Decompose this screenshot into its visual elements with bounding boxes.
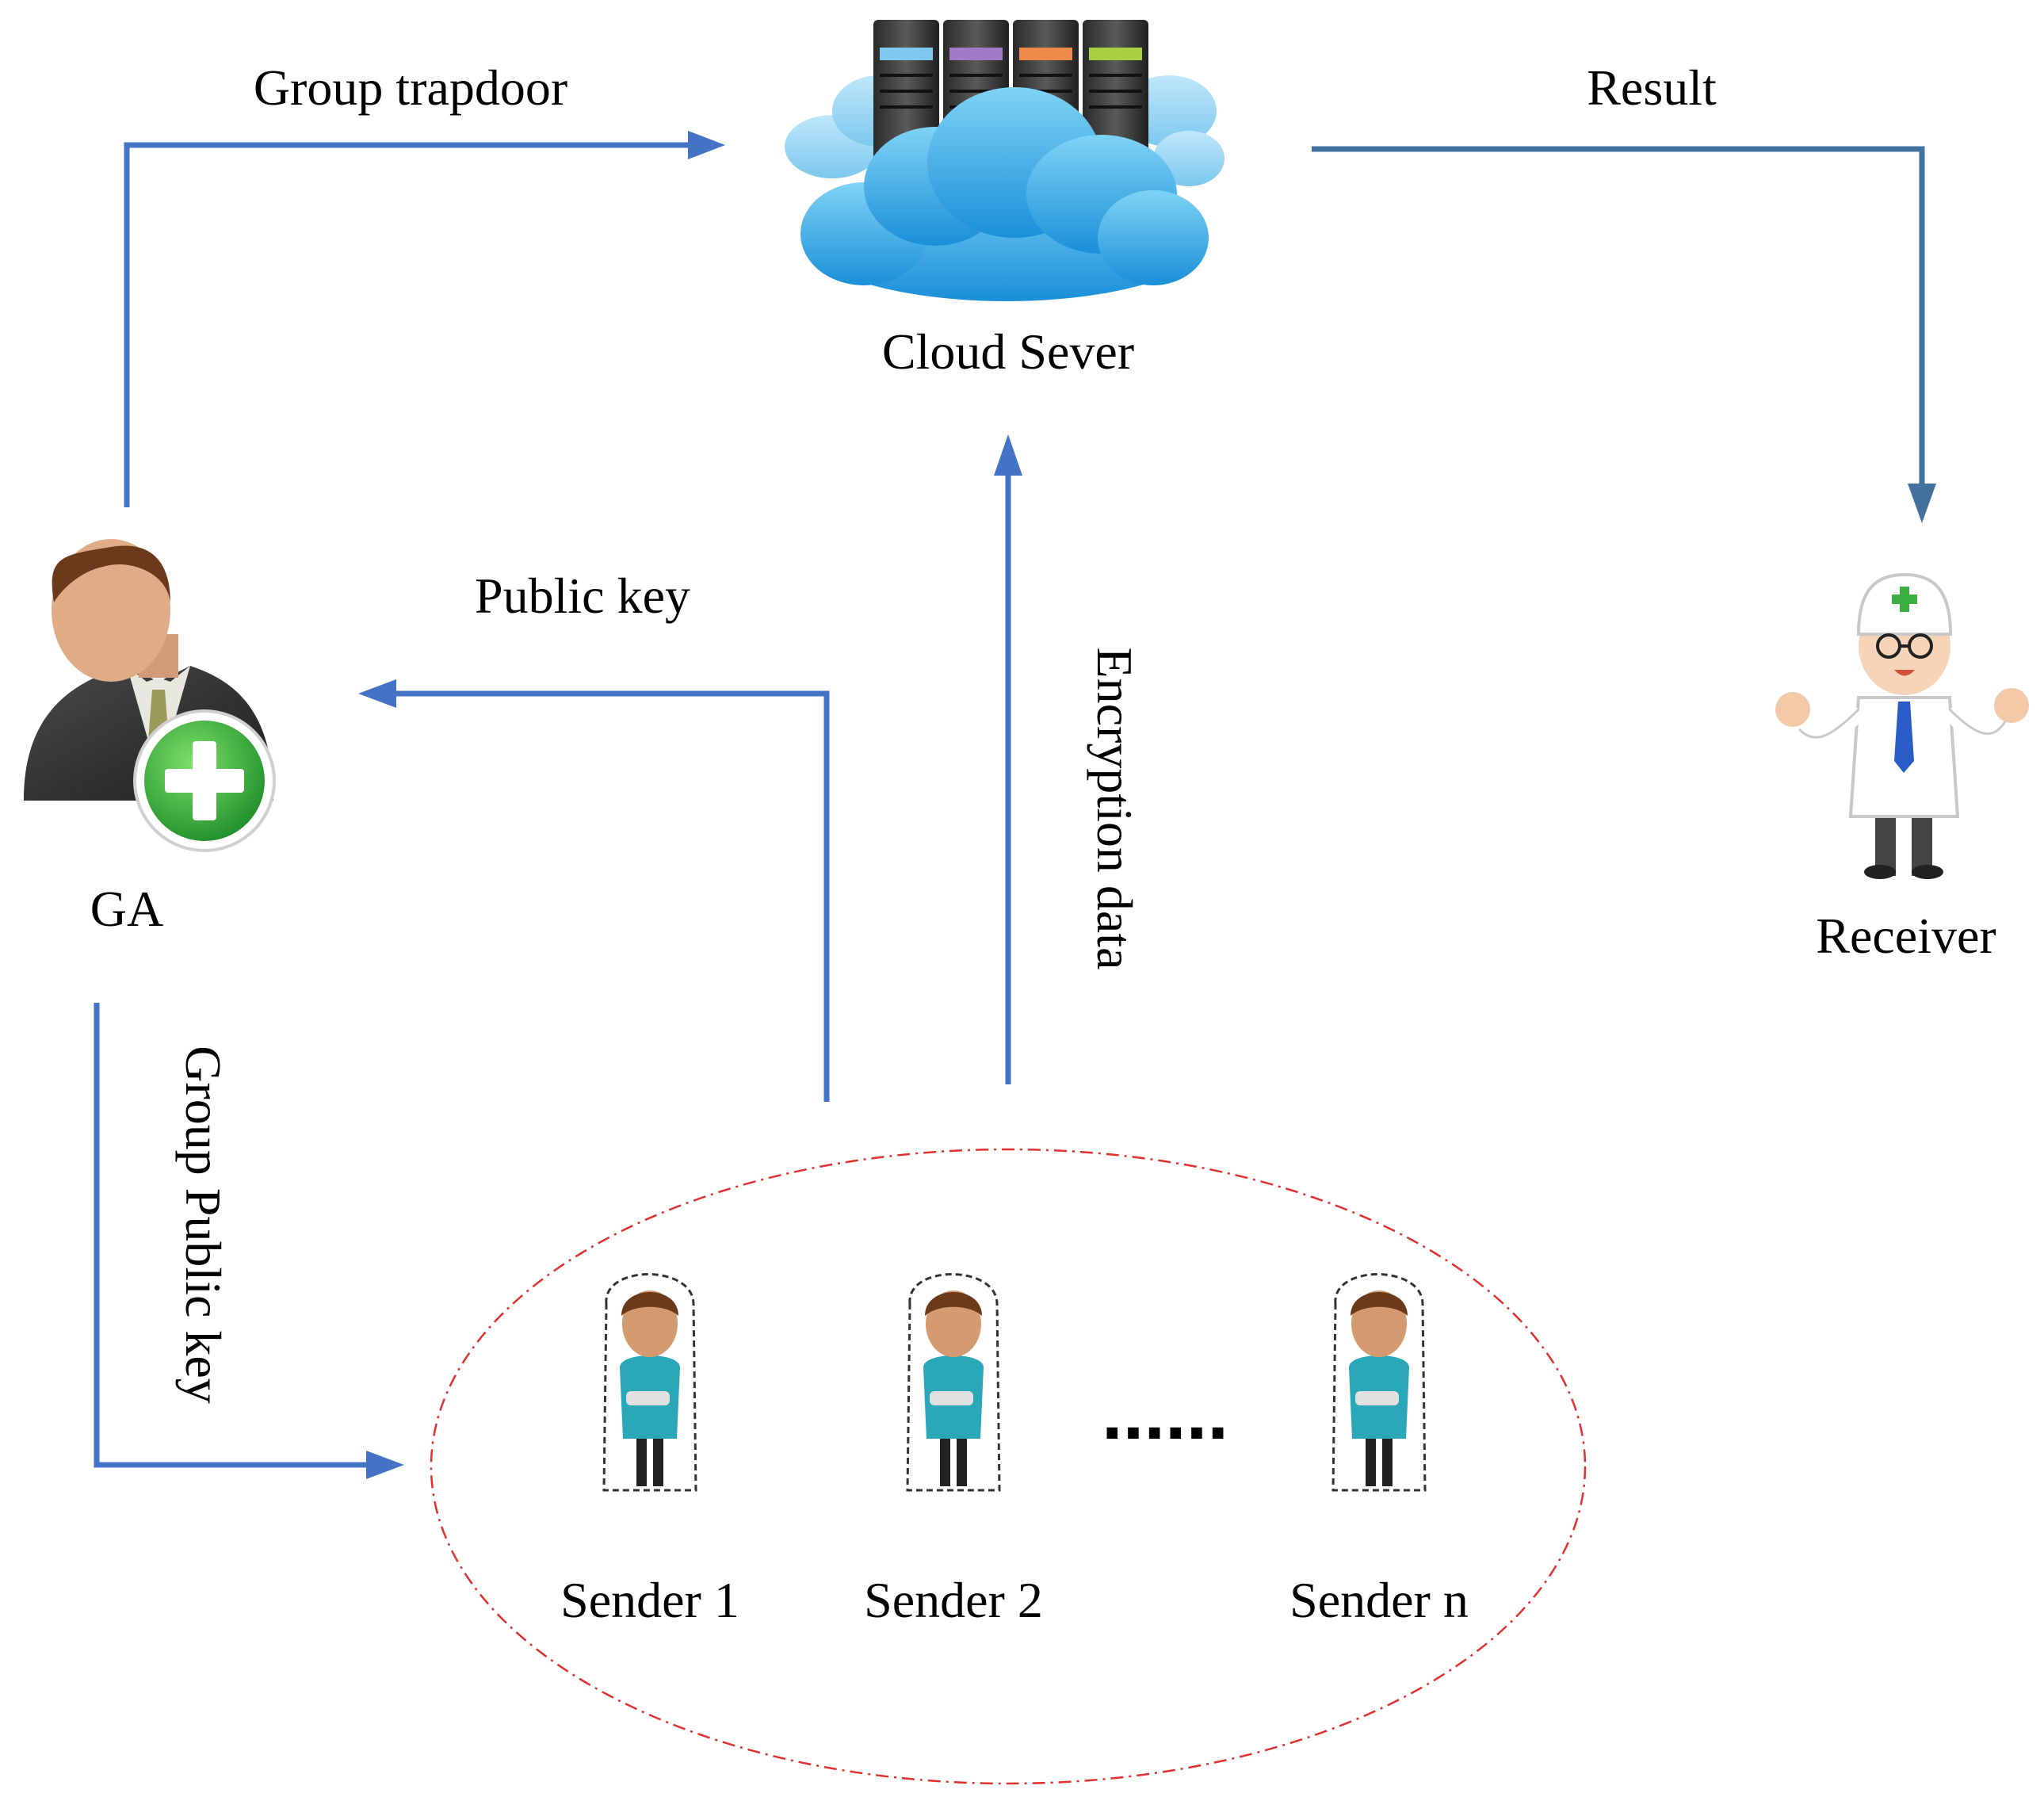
encryption-data-arrow [994,434,1022,1084]
encryption-data-label: Encryption data [1087,648,1143,970]
sender-n-label: Sender n [1289,1572,1469,1628]
sender-2-icon [906,1273,1001,1492]
sender-group-ellipse [430,1148,1587,1785]
result-arrow [1312,146,1936,523]
group-trapdoor-label: Group trapdoor [254,59,567,116]
receiver-label: Receiver [1816,908,1996,964]
administrator-add-icon [24,539,276,852]
public-key-label: Public key [475,568,690,624]
sender-n-icon [1331,1273,1427,1492]
cloud-server-label: Cloud Sever [882,323,1134,380]
ga-label: GA [90,881,163,937]
group-trapdoor-arrow [124,131,725,507]
sender-2-label: Sender 2 [864,1572,1043,1628]
public-key-arrow [358,679,830,1102]
doctor-icon [1775,572,2029,879]
group-public-key-arrow [94,1003,404,1479]
sender-1-label: Sender 1 [560,1572,739,1628]
group-public-key-label: Group Public key [175,1046,231,1404]
sender-1-icon [602,1273,697,1492]
sender-ellipsis: ...... [1102,1371,1228,1455]
result-label: Result [1587,59,1717,116]
cloud-server-icon [785,20,1224,301]
